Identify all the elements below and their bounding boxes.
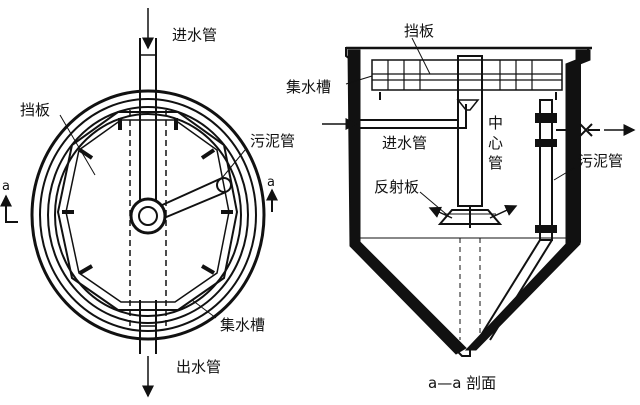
sludge-pipe-vertical xyxy=(539,99,553,241)
leader-reflector-section xyxy=(419,191,447,215)
label-section-mark-left: a xyxy=(2,179,10,194)
center-pipe-plan xyxy=(129,197,167,235)
label-sludge-pipe-section: 污泥管 xyxy=(578,152,623,170)
sludge-pipe-end xyxy=(216,177,232,193)
baffle-polygon-inner xyxy=(65,119,230,303)
reflector-plate-section xyxy=(437,209,503,225)
reflector-flow-right xyxy=(489,204,518,219)
label-center-pipe-char-2: 心 xyxy=(488,134,503,152)
label-section-mark-right: a xyxy=(267,175,275,190)
label-sludge-pipe-plan: 污泥管 xyxy=(250,132,295,150)
tank-outer-wall xyxy=(30,89,266,341)
label-collection-trough-section: 集水槽 xyxy=(286,78,331,96)
tank-inner-wall xyxy=(39,98,257,332)
trough-ribs xyxy=(387,60,533,90)
center-pipe-section xyxy=(457,55,483,207)
label-center-pipe-char-1: 中 xyxy=(488,114,503,132)
tank-left-wall xyxy=(347,49,467,355)
leader-baffle-section xyxy=(411,37,431,75)
reflector-flow-left xyxy=(428,206,453,219)
label-baffle-plan: 挡板 xyxy=(20,101,50,119)
sludge-outlet-valve xyxy=(579,123,593,137)
label-section-caption: a—a 剖面 xyxy=(428,374,496,392)
tank-right-wall xyxy=(464,49,591,351)
leader-baffle-plan xyxy=(59,114,96,176)
label-inlet-pipe-section: 进水管 xyxy=(382,134,427,152)
label-center-pipe-char-3: 管 xyxy=(488,154,503,172)
label-baffle-section: 挡板 xyxy=(404,22,434,40)
section-view xyxy=(322,37,636,357)
label-inlet-pipe-plan: 进水管 xyxy=(172,26,217,44)
leader-trough-plan xyxy=(191,299,217,319)
collection-trough-section xyxy=(371,59,563,91)
leader-sludge-plan xyxy=(221,149,246,179)
section-mark-left-symbol xyxy=(5,203,18,223)
baffle-supports xyxy=(62,118,233,275)
label-collection-trough-plan: 集水槽 xyxy=(220,316,265,334)
collection-trough-ring-inner xyxy=(54,113,242,317)
leader-sludge-section xyxy=(553,167,575,181)
inlet-pipe-section xyxy=(360,104,467,129)
collection-trough-ring-outer xyxy=(47,106,249,324)
label-reflector-plate-section: 反射板 xyxy=(374,178,419,196)
plan-view xyxy=(0,8,278,398)
baffle-polygon xyxy=(56,111,239,311)
leader-trough-section xyxy=(345,75,373,85)
label-outlet-pipe-plan: 出水管 xyxy=(176,358,221,376)
